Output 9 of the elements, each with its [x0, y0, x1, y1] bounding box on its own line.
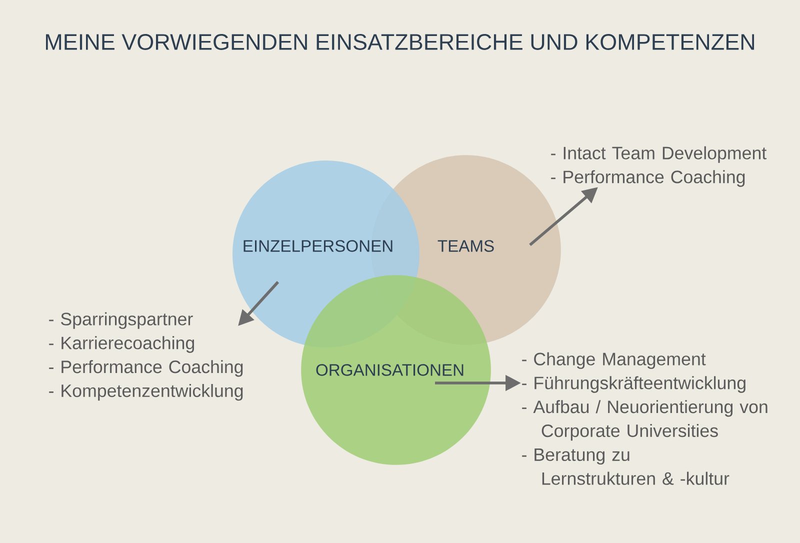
list-item: - Kompetenzentwicklung — [49, 384, 243, 401]
list-item: - Karrierecoaching — [49, 336, 194, 353]
list-item: - Performance Coaching — [49, 360, 243, 377]
list-item: - Sparringspartner — [49, 312, 193, 329]
list-item: - Change Management — [522, 352, 706, 369]
list-item: - Führungskräfteentwicklung — [522, 376, 746, 393]
title: MEINE VORWIEGENDEN EINSATZBEREICHE UND KOMPETENZEN — [46, 34, 754, 50]
list-item: - Beratung zu Lernstrukturen & -kultur — [522, 448, 730, 485]
list-item: - Aufbau / Neuorientierung von Corporate Universities — [522, 400, 768, 441]
